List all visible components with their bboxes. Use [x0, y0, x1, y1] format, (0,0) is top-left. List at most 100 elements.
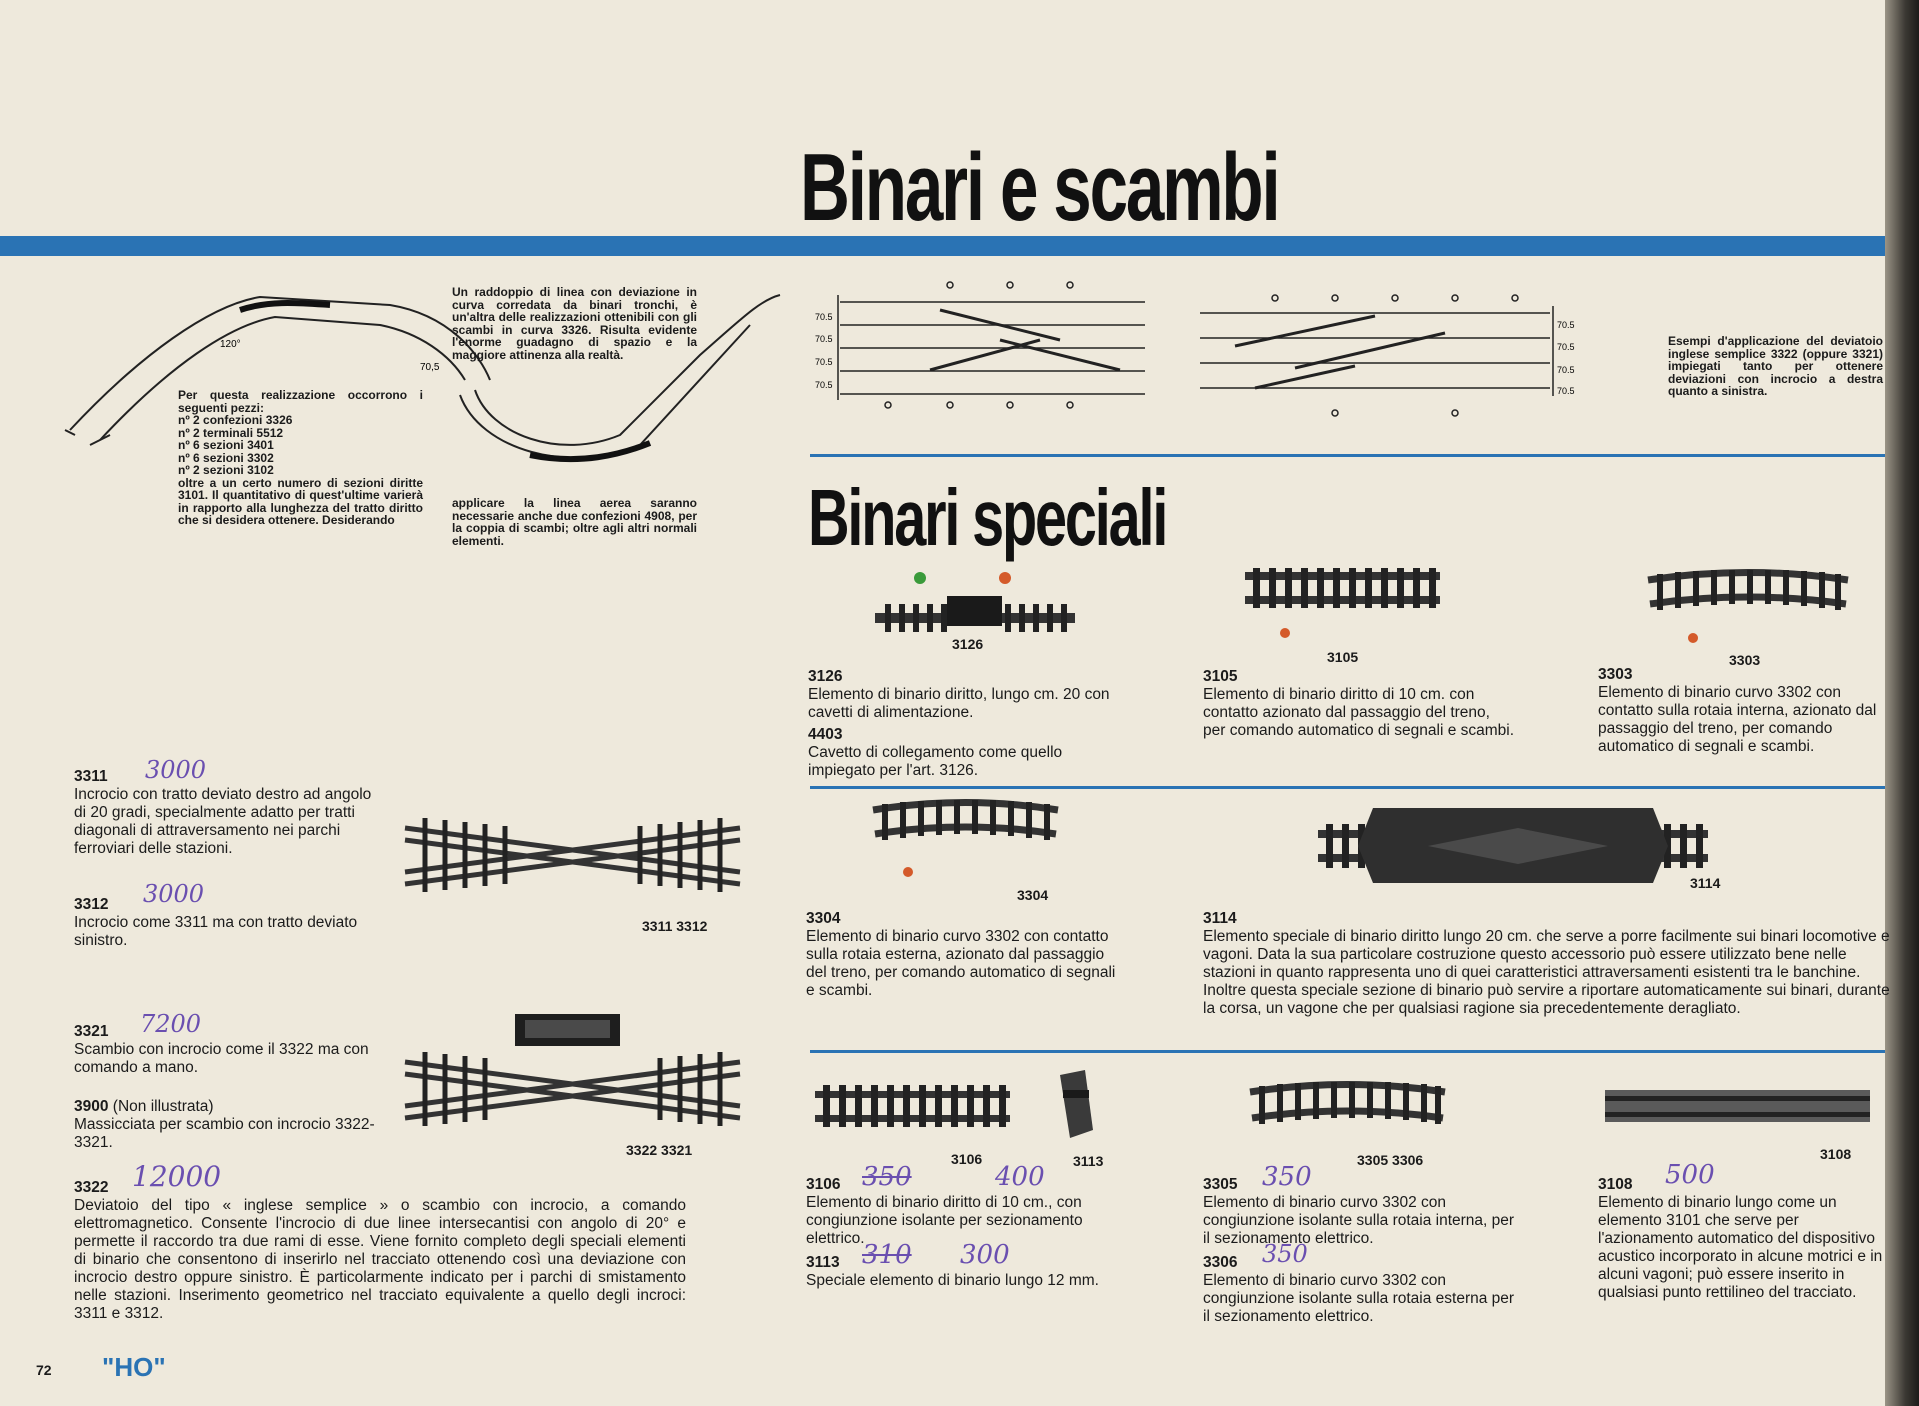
parts-item: nº 6 sezioni 3302: [178, 450, 274, 465]
item-3312: 3312 Incrocio come 3311 ma con tratto de…: [74, 896, 379, 950]
text-3113: Speciale elemento di binario lungo 12 mm…: [806, 1272, 1099, 1289]
item-3305: 3305 Elemento di binario curvo 3302 con …: [1203, 1176, 1515, 1326]
item-3900: 3900 (Non illustrata) Massicciata per sc…: [74, 1098, 379, 1152]
track-3305-image: [1249, 1081, 1446, 1124]
code-3105: 3105: [1203, 668, 1238, 685]
text-3321: Scambio con incrocio come il 3322 ma con…: [74, 1041, 369, 1076]
price-3321: 7200: [140, 1010, 202, 1038]
code-3311: 3311: [74, 768, 108, 785]
item-3108: 3108 Elemento di binario lungo come un e…: [1598, 1176, 1888, 1302]
img-label-3303: 3303: [1729, 652, 1761, 668]
code-3113: 3113: [806, 1254, 840, 1271]
text-3305: Elemento di binario curvo 3302 con congi…: [1203, 1194, 1515, 1247]
text-3322: Deviatoio del tipo « inglese semplice » …: [74, 1197, 686, 1322]
price-3106: 400: [995, 1162, 1045, 1192]
code-3303: 3303: [1598, 666, 1633, 683]
parts-item: nº 6 sezioni 3401: [178, 438, 274, 452]
item-3106: 3106 Elemento di binario diritto di 10 c…: [806, 1176, 1126, 1290]
text-4403: Cavetto di collegamento come quello impi…: [808, 744, 1063, 779]
item-3304: 3304 Elemento di binario curvo 3302 con …: [806, 910, 1118, 1000]
dim-label: 70.5: [815, 380, 833, 390]
parts-item: nº 2 terminali 5512: [178, 425, 284, 440]
item-3321: 3321 Scambio con incrocio come il 3322 m…: [74, 1023, 379, 1077]
dim-label: 70.5: [1557, 365, 1575, 375]
intro-right-cont: applicare la linea aerea saranno necessa…: [452, 496, 697, 548]
code-3106: 3106: [806, 1176, 841, 1193]
code-3114: 3114: [1203, 910, 1237, 927]
price-3311: 3000: [145, 756, 207, 784]
dim-label: 70.5: [1557, 320, 1575, 330]
code-3304: 3304: [806, 910, 841, 927]
img-label-3106: 3106: [951, 1151, 983, 1167]
track-3304-image: [872, 799, 1059, 877]
special-rule: [810, 454, 1885, 457]
page-number: 72: [36, 1362, 52, 1378]
code-3306: 3306: [1203, 1254, 1238, 1271]
crossing-3311-image: [404, 818, 741, 892]
item-3311: 3311 Incrocio con tratto deviato destro …: [74, 768, 379, 858]
parts-item: nº 2 sezioni 3102: [178, 463, 274, 477]
item-3126: 3126 Elemento di binario diritto, lungo …: [808, 668, 1120, 780]
img-label-3305: 3305 3306: [1357, 1152, 1424, 1168]
title-band: [0, 236, 1885, 256]
text-3106: Elemento di binario diritto di 10 cm., c…: [806, 1194, 1083, 1247]
price-3113: 300: [960, 1240, 1010, 1270]
track-3114-image: [1318, 808, 1708, 883]
curve-layout-diagram: 120° 70,5: [64, 294, 781, 463]
text-3900: Massicciata per scambio con incrocio 332…: [74, 1116, 375, 1151]
dim-label: 70.5: [815, 312, 833, 322]
row-rule: [810, 786, 1885, 789]
item-3303: 3303 Elemento di binario curvo 3302 con …: [1598, 666, 1898, 756]
special-title: Binari speciali: [808, 473, 1168, 562]
intro-left-text: Per questa realizzazione occorrono i seg…: [178, 388, 423, 415]
img-label-3114: 3114: [1690, 875, 1721, 891]
dim-label: 70.5: [1557, 386, 1575, 396]
code-3900-num: 3900: [74, 1098, 109, 1115]
code-3900-suffix: (Non illustrata): [112, 1098, 214, 1115]
track-3108-image: [1605, 1090, 1870, 1122]
price-3108: 500: [1665, 1160, 1715, 1190]
schematic-right: 70.5 70.5 70.5 70.5: [1200, 294, 1575, 417]
img-label-3105: 3105: [1327, 649, 1359, 665]
track-3303-image: [1647, 569, 1849, 643]
text-3304: Elemento di binario curvo 3302 con conta…: [806, 928, 1116, 999]
row-rule: [810, 1050, 1885, 1053]
track-3106-image: [815, 1085, 1010, 1127]
angle-label: 120°: [220, 339, 241, 350]
dim-label: 70.5: [1557, 342, 1575, 352]
img-label-3311-3312: 3311 3312: [642, 918, 708, 934]
code-4403: 4403: [808, 726, 843, 743]
track-3113-image: [1060, 1070, 1093, 1138]
code-3322: 3322: [74, 1179, 109, 1196]
code-3305: 3305: [1203, 1176, 1238, 1193]
intro-left-block: Per questa realizzazione occorrono i seg…: [178, 389, 423, 527]
schematic-caption: Esempi d'applicazione del deviatoio ingl…: [1668, 334, 1883, 398]
text-3114: Elemento speciale di binario diritto lun…: [1203, 928, 1890, 1017]
dim-label: 70,5: [420, 362, 440, 373]
page-title: Binari e scambi: [800, 134, 1281, 241]
code-3108: 3108: [1598, 1176, 1633, 1193]
code-3312: 3312: [74, 896, 109, 913]
intro-right-text: Un raddoppio di linea con deviazione in …: [452, 285, 697, 362]
dim-label: 70.5: [815, 357, 833, 367]
price-3305: 350: [1262, 1162, 1312, 1192]
crossing-3322-image: [404, 1014, 741, 1126]
text-3311: Incrocio con tratto deviato destro ad an…: [74, 786, 372, 857]
price-3322: 12000: [132, 1160, 222, 1193]
price-3312: 3000: [143, 880, 205, 908]
img-label-3304: 3304: [1017, 887, 1049, 903]
img-label-3108: 3108: [1820, 1146, 1852, 1162]
dim-label: 70.5: [815, 334, 833, 344]
track-3126-image: [875, 572, 1075, 632]
text-3126: Elemento di binario diritto, lungo cm. 2…: [808, 686, 1110, 721]
schematic-left: 70.5 70.5 70.5 70.5: [815, 281, 1145, 409]
item-3114: 3114 Elemento speciale di binario diritt…: [1203, 910, 1893, 1018]
code-3321: 3321: [74, 1023, 109, 1040]
parts-item: nº 2 confezioni 3326: [178, 413, 293, 427]
track-3105-image: [1245, 568, 1440, 638]
text-3312: Incrocio come 3311 ma con tratto deviato…: [74, 914, 358, 949]
code-3900: 3900 (Non illustrata): [74, 1098, 379, 1116]
code-3126: 3126: [808, 668, 843, 685]
text-3105: Elemento di binario diritto di 10 cm. co…: [1203, 686, 1515, 739]
